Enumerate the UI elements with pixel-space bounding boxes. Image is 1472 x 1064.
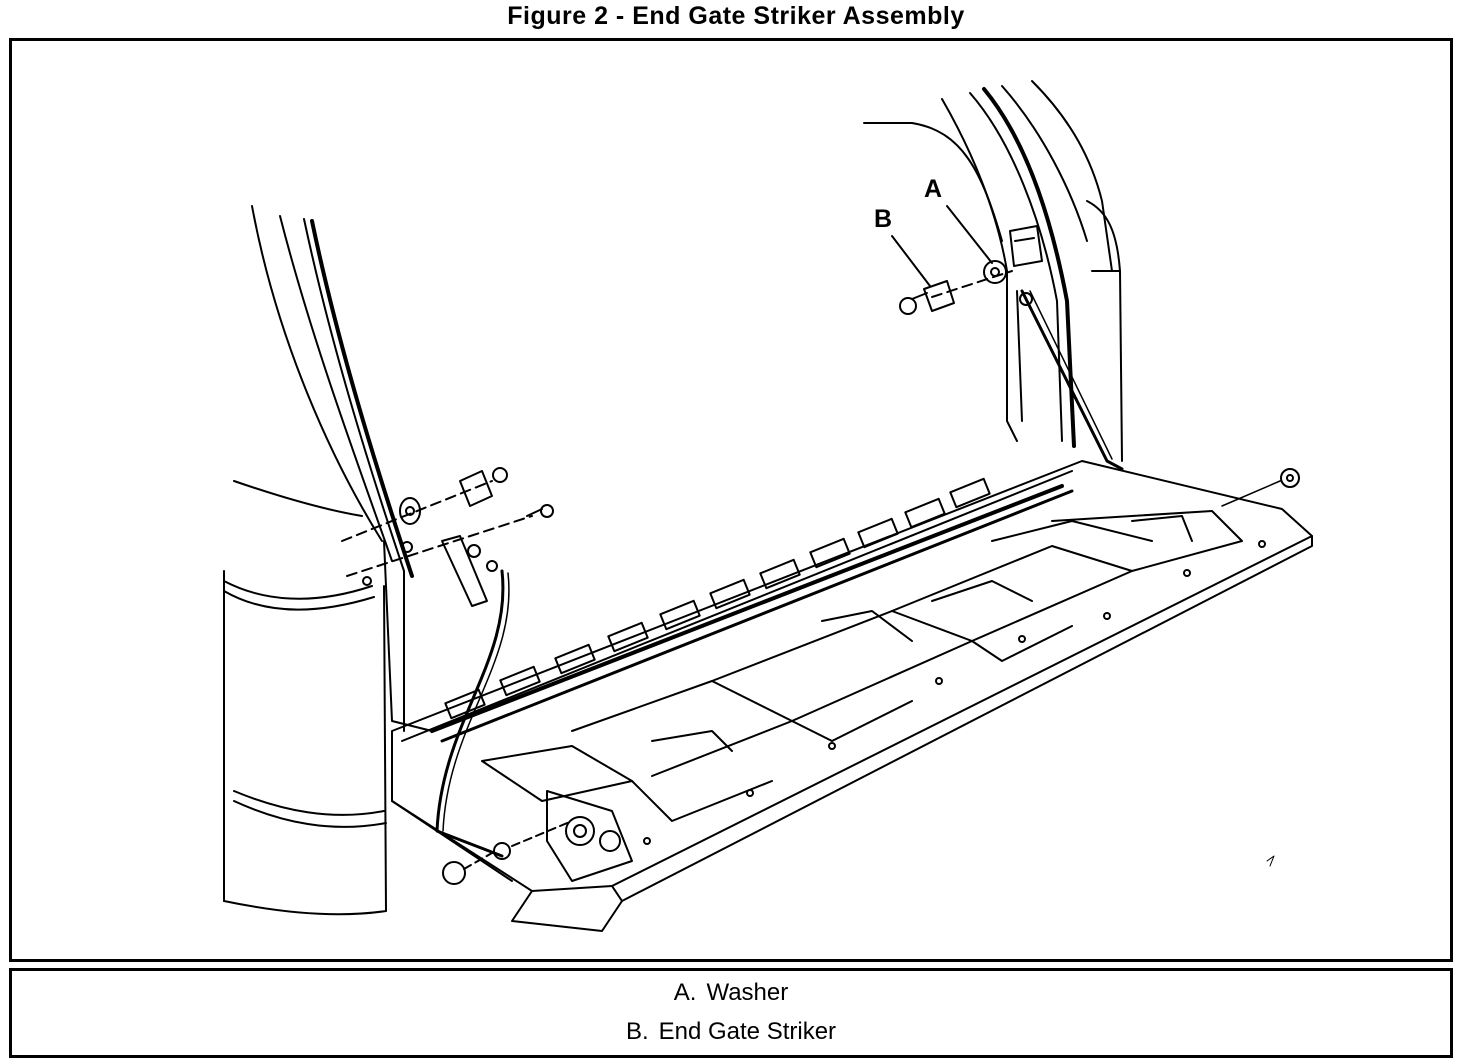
callout-a: A: [924, 175, 943, 203]
right-cable-bolt: [1280, 468, 1300, 488]
legend-label-a: Washer: [706, 979, 789, 1006]
right-hardware: [899, 225, 1043, 315]
callout-b: B: [874, 205, 893, 233]
legend-item-b: B. End Gate Striker: [12, 1018, 1450, 1046]
figure-title: Figure 2 - End Gate Striker Assembly: [507, 2, 965, 30]
end-gate-striker-part: [923, 280, 955, 312]
legend-key-a: A.: [673, 979, 697, 1006]
callout-leaders: [891, 205, 993, 287]
legend-label-b: End Gate Striker: [658, 1018, 837, 1045]
legend-box: A. Washer B. End Gate Striker: [9, 968, 1453, 1058]
support-cables: [435, 289, 1281, 858]
lower-left-bolt: [442, 820, 573, 885]
right-body-pillar: [863, 80, 1123, 462]
figure-frame: A B: [9, 38, 1453, 962]
left-hardware: [341, 467, 554, 607]
end-gate-panel: [391, 460, 1313, 932]
legend-item-a: A. Washer: [12, 979, 1450, 1007]
washer-part: [983, 260, 1007, 284]
legend-key-b: B.: [625, 1018, 649, 1045]
end-gate-drawing: [223, 80, 1313, 932]
left-body-pillar: [223, 205, 433, 916]
artifact-mark: [1266, 855, 1275, 867]
